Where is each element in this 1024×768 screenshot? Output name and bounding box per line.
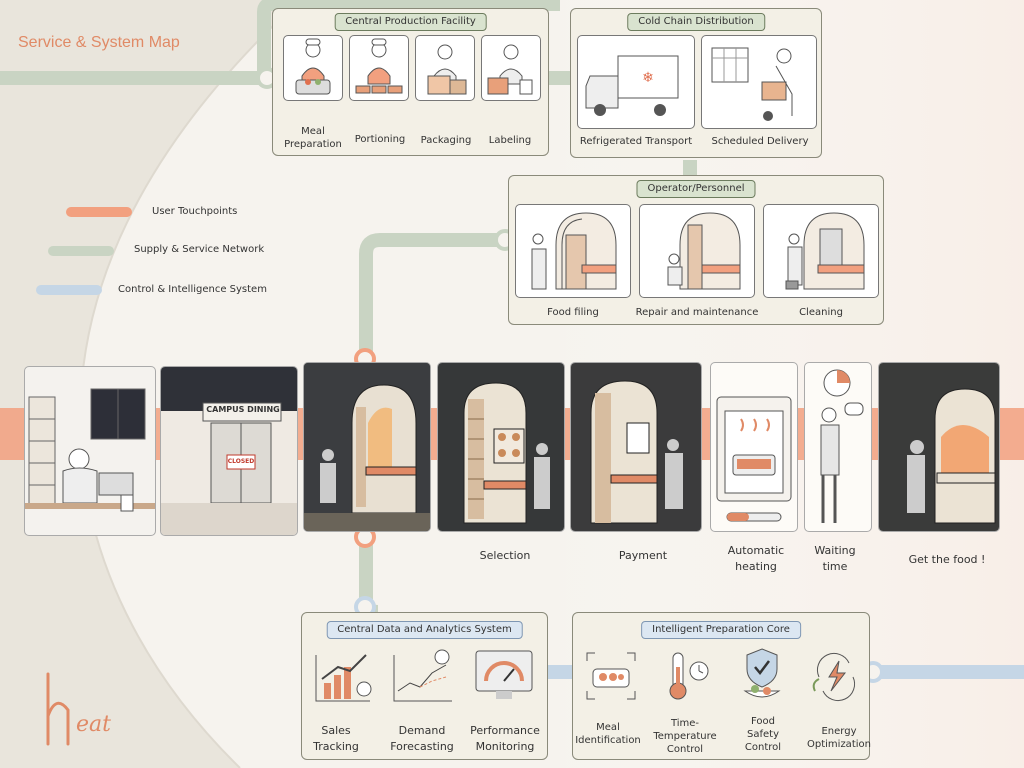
portioning-illustration bbox=[349, 35, 409, 101]
analytics-label: Demand Forecasting bbox=[390, 724, 454, 753]
step-label: Labeling bbox=[488, 135, 532, 146]
logo-text: eat bbox=[76, 712, 111, 737]
energy-optimization-icon bbox=[805, 647, 867, 705]
sales-tracking-icon bbox=[310, 647, 380, 705]
prep-core-panel: Intelligent Preparation Core Meal Identi… bbox=[572, 612, 871, 760]
panel-title: Operator/Personnel bbox=[636, 180, 756, 198]
page-title: Service & System Map bbox=[18, 34, 180, 51]
time-temperature-icon bbox=[653, 647, 717, 705]
repair-illustration bbox=[639, 204, 755, 298]
heating-card bbox=[710, 362, 798, 532]
vending-kiosk-scene bbox=[303, 362, 431, 532]
campus-dining-sign: CAMPUS DINING bbox=[206, 405, 280, 414]
demand-forecasting-icon bbox=[388, 647, 458, 705]
legend-label: Supply & Service Network bbox=[134, 244, 265, 255]
step-label: Scheduled Delivery bbox=[711, 136, 809, 147]
prep-core-label: Food Safety Control bbox=[744, 716, 782, 753]
journey-caption: Waiting time bbox=[814, 544, 856, 573]
waiting-card bbox=[804, 362, 872, 532]
prep-core-label: Time-Temperature Control bbox=[653, 718, 717, 755]
step-label: Portioning bbox=[354, 134, 406, 145]
analytics-label: Performance Monitoring bbox=[470, 724, 540, 753]
legend-label: Control & Intelligence System bbox=[118, 284, 267, 295]
operator-panel: Operator/Personnel Food filing Repair an… bbox=[508, 175, 884, 325]
chef-illustration bbox=[283, 35, 343, 101]
analytics-panel: Central Data and Analytics System Sales … bbox=[301, 612, 548, 760]
selection-scene bbox=[437, 362, 565, 532]
prep-core-label: Meal Identification bbox=[575, 722, 641, 746]
truck-illustration: ❄ bbox=[577, 35, 695, 129]
journey-caption: Selection bbox=[479, 549, 531, 562]
journey-caption: Automatic heating bbox=[727, 544, 785, 573]
step-label: Meal Preparation bbox=[284, 126, 342, 150]
legend-label: User Touchpoints bbox=[152, 206, 238, 217]
journey-caption: Get the food ! bbox=[908, 553, 986, 566]
food-filling-illustration bbox=[515, 204, 631, 298]
step-label: Cleaning bbox=[799, 307, 843, 318]
studying-scene bbox=[24, 366, 156, 536]
step-label: Packaging bbox=[420, 135, 472, 146]
panel-title: Cold Chain Distribution bbox=[627, 13, 765, 31]
labeling-illustration bbox=[481, 35, 541, 101]
panel-title: Central Data and Analytics System bbox=[326, 621, 523, 639]
journey-caption: Payment bbox=[618, 549, 668, 562]
payment-scene bbox=[570, 362, 702, 532]
legend-swatch-control bbox=[36, 285, 102, 295]
cleaning-illustration bbox=[763, 204, 879, 298]
step-label: Refrigerated Transport bbox=[579, 136, 693, 147]
meal-identification-icon bbox=[579, 647, 643, 705]
campus-dining-scene: CAMPUS DINING CLOSED bbox=[160, 366, 298, 536]
legend-swatch-user bbox=[66, 207, 132, 217]
closed-sign: CLOSED bbox=[227, 458, 255, 465]
delivery-illustration bbox=[701, 35, 817, 129]
panel-title: Central Production Facility bbox=[334, 13, 487, 31]
get-food-scene bbox=[878, 362, 1000, 532]
step-label: Food filing bbox=[547, 307, 599, 318]
packaging-illustration bbox=[415, 35, 475, 101]
heat-logo: eat bbox=[40, 670, 140, 750]
step-label: Repair and maintenance bbox=[635, 307, 759, 318]
food-safety-icon bbox=[729, 645, 795, 705]
performance-monitoring-icon bbox=[468, 647, 540, 705]
svg-text:❄: ❄ bbox=[642, 70, 654, 86]
legend-swatch-supply bbox=[48, 246, 114, 256]
cold-chain-panel: Cold Chain Distribution ❄ Refrigerated T… bbox=[570, 8, 822, 158]
analytics-label: Sales Tracking bbox=[313, 724, 359, 753]
prep-core-label: Energy Optimization bbox=[807, 726, 871, 750]
central-production-panel: Central Production Facility Meal Prepara… bbox=[272, 8, 549, 156]
panel-title: Intelligent Preparation Core bbox=[641, 621, 801, 639]
